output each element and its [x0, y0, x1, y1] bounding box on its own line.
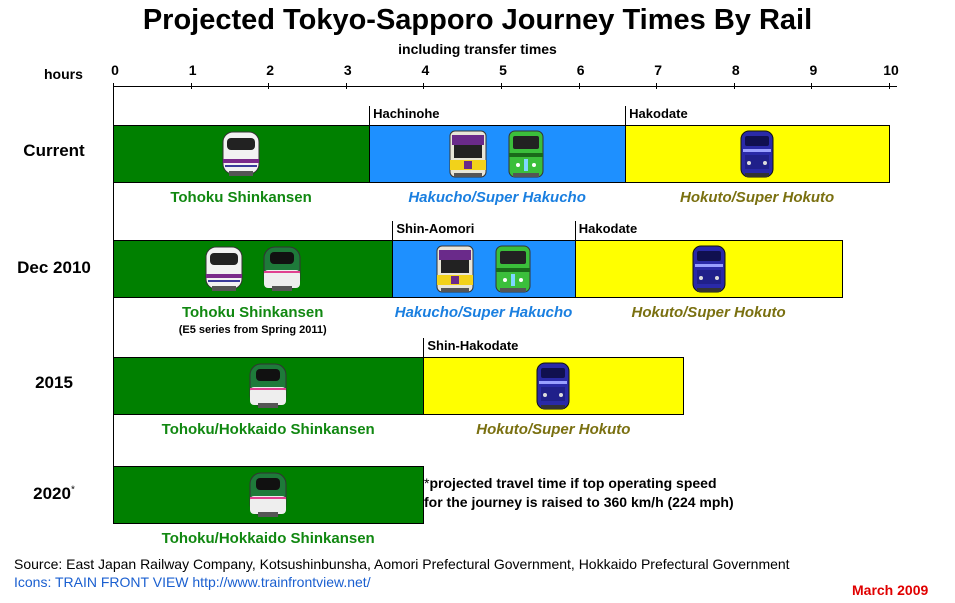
y-axis-line [113, 86, 114, 522]
station-marker [423, 338, 425, 357]
x-tick-label: 2 [266, 62, 275, 78]
hakucho-yellow-train-icon [436, 245, 474, 293]
service-label: Hokuto/Super Hokuto [631, 304, 786, 321]
e2-train-icon [205, 246, 243, 291]
hokuto-blue-train-icon [740, 130, 774, 178]
x-tick-label: 10 [883, 62, 899, 78]
x-tick-label: 7 [654, 62, 663, 78]
station-marker [625, 106, 627, 125]
x-tick [578, 83, 580, 89]
x-tick [501, 83, 502, 89]
bar-segment [392, 240, 576, 298]
x-tick-label: 9 [809, 62, 818, 78]
footnote-line-1: *projected travel time if top operating … [424, 475, 717, 491]
station-marker [392, 221, 394, 240]
service-label: Tohoku Shinkansen [181, 304, 324, 321]
service-label: Hokuto/Super Hokuto [476, 421, 631, 438]
x-tick-label: 1 [188, 62, 197, 78]
service-label: Tohoku Shinkansen [170, 189, 312, 206]
x-axis-line [113, 86, 897, 87]
hakucho-yellow-train-icon [449, 130, 487, 178]
x-tick [345, 83, 347, 89]
x-tick [190, 83, 192, 89]
station-label: Hachinohe [373, 106, 440, 121]
service-label: Tohoku/Hokkaido Shinkansen [161, 421, 375, 438]
row-label: Current [23, 141, 85, 160]
service-note: (E5 series from Spring 2011) [178, 324, 327, 336]
service-label: Tohoku/Hokkaido Shinkansen [161, 530, 375, 547]
service-label: Hakucho/Super Hakucho [394, 304, 573, 321]
row-label: 2015 [35, 373, 73, 392]
bar-segment [369, 125, 627, 183]
hakucho-green-train-icon [495, 245, 531, 293]
footnote-mark: * [424, 475, 430, 491]
e5-train-icon [263, 246, 301, 291]
hokuto-blue-train-icon [536, 362, 570, 410]
x-tick-label: 8 [731, 62, 740, 78]
date-label: March 2009 [852, 582, 929, 598]
x-tick [656, 83, 658, 89]
hakucho-green-train-icon [508, 130, 544, 178]
bar-segment [113, 240, 394, 298]
source-text: Source: East Japan Railway Company, Kots… [14, 556, 790, 572]
x-tick-label: 3 [343, 62, 352, 78]
hokuto-blue-train-icon [692, 245, 726, 293]
x-tick [113, 83, 114, 89]
service-label: Hakucho/Super Hakucho [408, 189, 586, 206]
station-marker [369, 106, 371, 125]
station-marker [574, 221, 576, 240]
station-label: Hakodate [578, 221, 638, 236]
station-label: Shin-Aomori [396, 221, 475, 236]
x-tick [268, 83, 270, 89]
station-label: Hakodate [629, 106, 688, 121]
e2-train-icon [222, 131, 260, 176]
e5-train-icon [249, 363, 287, 408]
chart-subtitle: including transfer times [398, 41, 557, 57]
row-label-mark: * [70, 484, 75, 496]
x-tick [733, 83, 735, 89]
row-label: 2020* [33, 484, 75, 503]
chart-title: Projected Tokyo-Sapporo Journey Times By… [142, 4, 813, 36]
x-tick [811, 83, 813, 89]
x-tick [889, 83, 890, 89]
station-label: Shin-Hakodate [427, 338, 519, 353]
x-tick-label: 6 [576, 62, 585, 78]
x-tick [423, 83, 425, 89]
row-label: Dec 2010 [17, 258, 91, 277]
footnote-text-1: projected travel time if top operating s… [429, 475, 717, 491]
footnote-text-2: for the journey is raised to 360 km/h (2… [424, 494, 734, 510]
x-tick-label: 5 [499, 62, 507, 78]
e5-train-icon [249, 472, 287, 517]
x-tick-label: 4 [421, 62, 430, 78]
service-label: Hokuto/Super Hokuto [679, 189, 835, 206]
axis-unit-label: hours [44, 66, 83, 82]
icons-credit-link[interactable]: Icons: TRAIN FRONT VIEW http://www.train… [14, 574, 371, 590]
x-tick-label: 0 [111, 62, 119, 78]
